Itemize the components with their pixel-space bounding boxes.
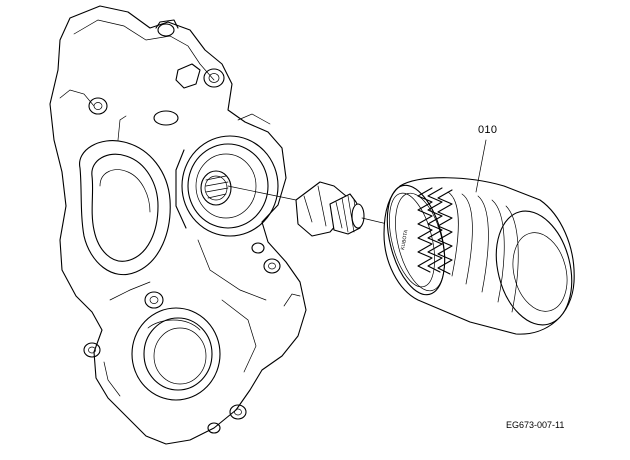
adapter-nipple-icon (295, 181, 365, 237)
figure-code: EG673-007-11 (506, 420, 565, 430)
oil-filter-cartridge-icon: KUBOTA (383, 177, 575, 335)
engine-housing-icon (49, 5, 307, 445)
filter-brand-text: KUBOTA (400, 229, 410, 251)
callout-leader-line (475, 139, 487, 193)
filter-chevron-band (417, 187, 453, 275)
part-number-callout: 010 (478, 124, 498, 136)
